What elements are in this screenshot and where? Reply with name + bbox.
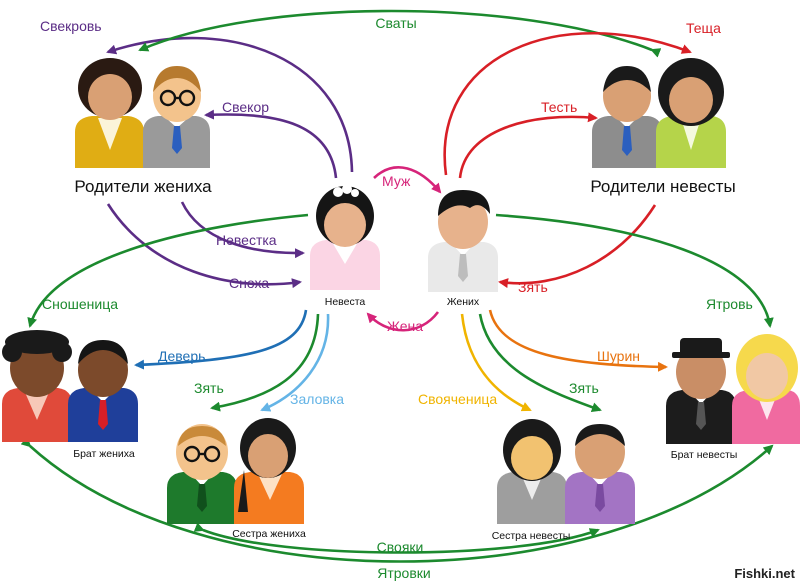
- arrow-muzh: [373, 166, 442, 194]
- arrow-dever: [134, 309, 308, 370]
- bride-father-icon: [592, 66, 662, 168]
- label-svaty: Сваты: [375, 15, 416, 31]
- arrow-zyat-parents: [498, 204, 657, 289]
- arrow-test: [458, 112, 598, 179]
- groom-mother-icon: [75, 58, 144, 168]
- label-zyat-bride-sister: Зять: [569, 380, 599, 396]
- label-snokha: Сноха: [229, 275, 269, 291]
- arrow-svaty: [138, 9, 662, 58]
- arrow-yatrov: [495, 213, 774, 328]
- label-muzh: Муж: [382, 173, 411, 189]
- label-svekrov: Свекровь: [40, 18, 102, 34]
- label-test: Тесть: [541, 99, 577, 115]
- groom-icon: [428, 190, 498, 292]
- arrow-zalovka: [260, 313, 330, 412]
- label-zyat-parents: Зять: [518, 279, 548, 295]
- arrow-tescha: [443, 32, 692, 176]
- bride-sister-caption: Сестра невесты: [492, 530, 571, 542]
- bride-mother-icon: [656, 58, 726, 168]
- arrow-zyat-bride-sister: [478, 313, 602, 412]
- bride-brother-icon: [666, 338, 736, 444]
- arrow-svoyaki: [193, 522, 600, 554]
- groom-sister-husband-icon: [167, 424, 237, 524]
- label-yatrov: Ятровь: [706, 296, 753, 312]
- groom-brother-icon: [2, 330, 72, 442]
- bride-brother-wife-icon: [732, 334, 800, 444]
- bride-icon: [310, 184, 380, 290]
- arrow-nevestka: [180, 201, 305, 259]
- label-snoshenitsa: Сношеница: [42, 296, 118, 312]
- bride-brother-caption: Брат невесты: [671, 449, 738, 461]
- label-shurin: Шурин: [597, 348, 640, 364]
- arrow-svoyachenitsa: [460, 313, 532, 412]
- groom-father-icon: [143, 66, 210, 168]
- bride-caption: Невеста: [325, 296, 366, 308]
- groom-caption: Жених: [447, 296, 480, 308]
- arrow-snokha: [106, 203, 302, 289]
- groom-brother-husband-icon: [68, 340, 138, 442]
- arrow-zhena: [366, 311, 440, 332]
- arrow-snoshenitsa: [27, 213, 309, 328]
- label-svoyachenitsa: Свояченица: [418, 391, 497, 407]
- bride-sister-icon: [497, 419, 567, 524]
- arrow-yatrovki: [20, 436, 774, 563]
- arrow-svekor: [204, 109, 338, 179]
- bride-sister-husband-icon: [565, 424, 635, 524]
- bride-parents-caption: Родители невесты: [590, 177, 735, 196]
- groom-brother-caption: Брат жениха: [73, 448, 135, 460]
- groom-sister-caption: Сестра жениха: [232, 528, 306, 540]
- groom-sister-icon: [234, 418, 304, 524]
- label-nevestka: Невестка: [216, 232, 277, 248]
- label-dever: Деверь: [158, 348, 205, 364]
- label-zalovka: Заловка: [290, 391, 344, 407]
- arrow-zyat-groom-sister: [210, 313, 320, 412]
- label-yatrovki: Ятровки: [377, 565, 430, 581]
- groom-parents-caption: Родители жениха: [74, 177, 212, 196]
- label-zyat-groom-sister: Зять: [194, 380, 224, 396]
- label-svoyaki: Свояки: [377, 539, 424, 555]
- watermark: Fishki.net: [734, 566, 795, 581]
- label-tescha: Теща: [686, 20, 721, 36]
- label-svekor: Свекор: [222, 99, 269, 115]
- label-zhena: Жена: [387, 318, 423, 334]
- arrow-shurin: [488, 309, 668, 372]
